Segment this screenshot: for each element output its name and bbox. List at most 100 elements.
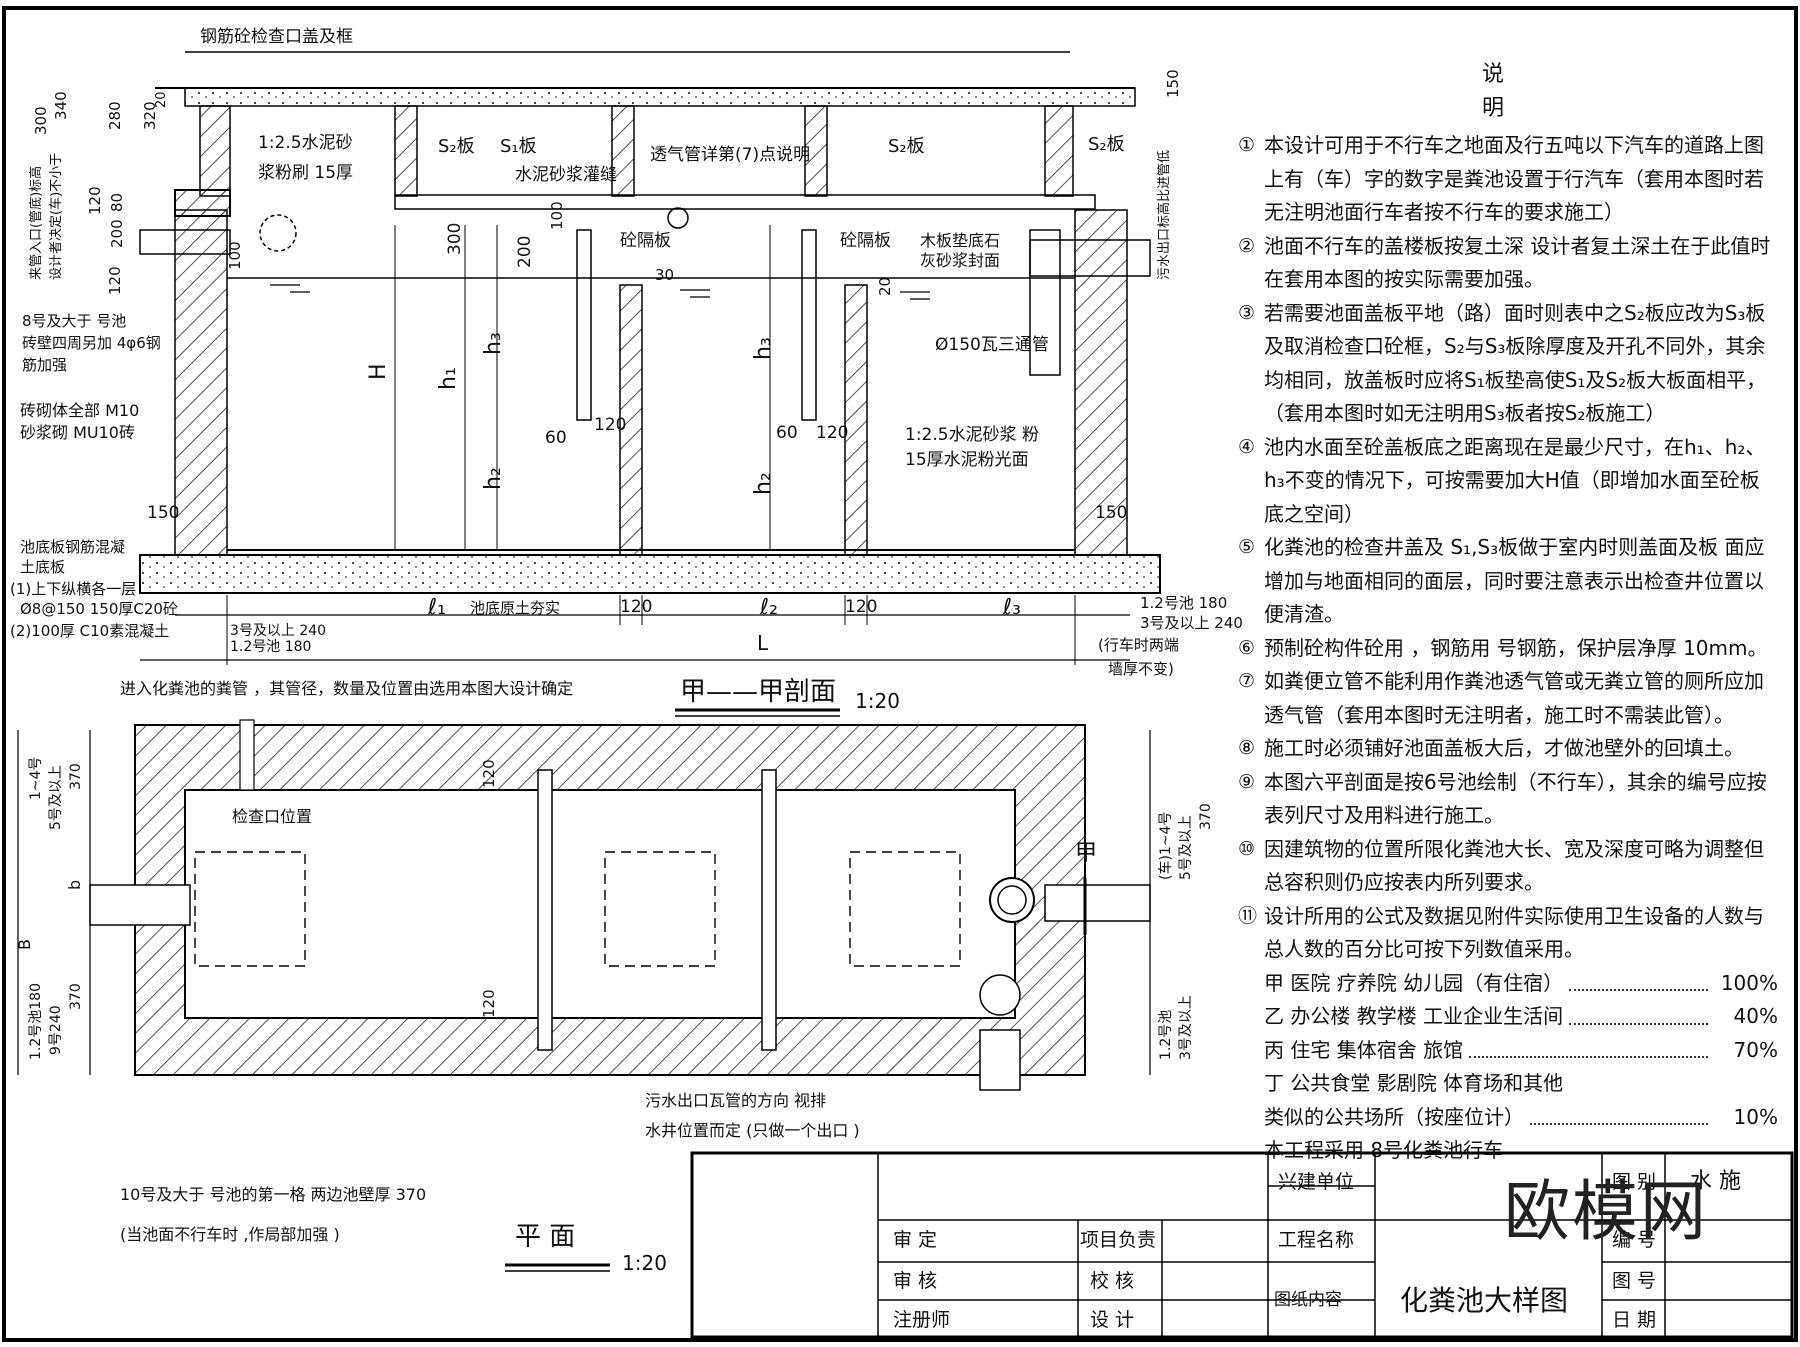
dim-120f: 120	[845, 597, 877, 617]
title-block-text: 审 定 审 核 注册师 项目负责 校 核 设 计 兴建单位 工程名称 图纸内容 …	[893, 1169, 1741, 1331]
note-number: ⑥	[1238, 636, 1256, 659]
baffle-2	[801, 229, 817, 421]
label-mortar-top2: 浆粉刷 15厚	[258, 163, 353, 183]
cover-slab	[394, 194, 1096, 210]
note-number: ③	[1238, 301, 1256, 324]
plan-dim-right-6: 1.2号池	[1158, 1010, 1174, 1060]
section-view: 钢筋砼检查口盖及框	[10, 27, 1243, 717]
label-h3-b: h₃	[751, 337, 776, 360]
plan-dim-left-7: 9号240	[48, 1005, 64, 1055]
watermark-logo: 欧模网	[1504, 1173, 1708, 1250]
plan-wall-note1: 10号及大于 号池的第一格 两边池壁厚 370	[120, 1185, 426, 1204]
note-number: ⑪	[1238, 904, 1258, 927]
plan-dim-right-1: 370	[1198, 803, 1214, 830]
dim-80: 80	[108, 193, 126, 212]
percentage-value	[1714, 1067, 1778, 1101]
inspection-opening-2	[604, 851, 716, 967]
plan-section-mark: 甲	[1075, 841, 1097, 866]
dim-150c: 150	[1164, 69, 1182, 98]
note-number: ⑧	[1238, 737, 1256, 759]
inlet-pipe	[139, 229, 231, 255]
tee-plan-icon	[989, 877, 1035, 923]
percentage-label: 丁 公共食堂 影剧院 体育场和其他	[1264, 1071, 1564, 1095]
tb-xingjian: 兴建单位	[1278, 1171, 1354, 1193]
label-n8-1: 8号及大于 号池	[22, 312, 126, 330]
note-number: ⑨	[1238, 770, 1256, 793]
dim-20b: 20	[876, 277, 894, 296]
dim-100b: 100	[548, 201, 566, 230]
note-text: 池面不行车的盖楼板按复土深 设计者复土深土在于此值时在套用本图的按实际需要加强。	[1264, 233, 1771, 292]
percentage-label: 甲 医院 疗养院 幼儿园（有住宿）	[1264, 970, 1564, 995]
label-n8-3: 筋加强	[22, 356, 67, 374]
note-item: ⑪ 设计所用的公式及数据见附件实际使用卫生设备的人数与总人数的百分比可按下列数值采…	[1238, 900, 1778, 967]
percentage-row: 甲 医院 疗养院 幼儿园（有住宿） 100%	[1238, 967, 1778, 1001]
section-title: 甲——甲剖面	[680, 677, 836, 707]
label-base5: (2)100厚 C10素混凝土	[10, 622, 169, 640]
tb-gongcheng: 工程名称	[1278, 1229, 1354, 1251]
tb-zhuce: 注册师	[893, 1309, 950, 1331]
leader-dots	[1569, 1067, 1708, 1092]
label-wood: 木板垫底石	[920, 231, 1000, 250]
plan-dim-right-2: (车)1~4号	[1157, 812, 1174, 880]
plan-outlet-note1: 污水出口瓦管的方向 视排	[645, 1091, 826, 1110]
notes-title: 说 明	[1481, 62, 1654, 121]
leader-dots	[1530, 1101, 1708, 1125]
plan-title: 平 面	[515, 1222, 575, 1252]
baffle-1	[576, 229, 592, 421]
note-text: 若需要池面盖板平地（路）面时则表中之S₂板应改为S₃板及取消检查口砼框，S₂与S…	[1264, 300, 1767, 426]
label-base1: 池底板钢筋混凝	[20, 538, 125, 556]
label-H: H	[366, 363, 391, 380]
percentage-value: 10%	[1733, 1104, 1778, 1129]
dim-120c: 120	[816, 423, 848, 443]
label-s2-mid: S₂板	[888, 136, 925, 157]
wall-left	[174, 209, 228, 556]
plan-dim-left-0: 370	[68, 763, 84, 790]
label-wall-note4: 3号及以上 240	[1140, 614, 1243, 632]
note-text: 设计所用的公式及数据见附件实际使用卫生设备的人数与总人数的百分比可按下列数值采用…	[1264, 903, 1764, 962]
note-text: 如粪便立管不能利用作粪池透气管或无粪立管的厕所应加透气管（套用本图时无注明者，施…	[1264, 669, 1764, 727]
percentage-label: 丙 住宅 集体宿舍 旅馆	[1264, 1037, 1464, 1062]
note-text: 预制砼构件砼用 ，钢筋用 号钢筋，保护层净厚 10mm。	[1264, 635, 1768, 660]
inspection-opening-3	[849, 851, 961, 967]
title-block	[690, 1151, 1794, 1339]
note-text: 池内水面至砼盖板底之距离现在是最少尺寸，在h₁、h₂、h₃不变的情况下，可按需要…	[1264, 434, 1766, 526]
label-mortar-top: 1:2.5水泥砂	[258, 133, 353, 153]
label-h3: h₃	[481, 332, 506, 355]
label-h2-b: h₂	[751, 472, 776, 495]
plan-wall-note2: (当池面不行车时 ,作局部加强 )	[120, 1225, 340, 1244]
label-l1: ℓ₁	[427, 595, 446, 620]
note-text: 本图六平剖面是按6号池绘制（不行车），其余的编号应按表列尺寸及用料进行施工。	[1264, 769, 1767, 828]
plan-partition-2	[761, 769, 777, 1051]
label-s1: S₁板	[500, 136, 537, 157]
percentage-row: 丁 公共食堂 影剧院 体育场和其他	[1238, 1067, 1778, 1101]
tb-tuhao: 图 号	[1612, 1270, 1656, 1292]
dim-120e: 120	[106, 266, 124, 295]
plan-dim-right-7: 3号及以上	[1178, 995, 1194, 1060]
dim-150a: 150	[147, 503, 179, 523]
label-baffle2: 砼隔板	[840, 231, 891, 251]
label-brick1: 砖砌体全部 M10	[20, 401, 139, 420]
dim-300: 300	[32, 106, 50, 135]
percentage-value: 100%	[1720, 970, 1778, 995]
plan-dim-left-2: 1~4号	[28, 756, 44, 800]
top-slab	[184, 87, 1136, 107]
tb-shending: 审 定	[893, 1229, 937, 1251]
label-wall-note6: 墙厚不变)	[1108, 660, 1174, 678]
tb-jiaohe: 校 核	[1090, 1270, 1134, 1292]
tb-tuzhineirong: 图纸内容	[1274, 1290, 1342, 1310]
tb-xiangmu: 项目负责	[1080, 1229, 1156, 1251]
label-s2-left: S₂板	[438, 136, 475, 157]
plan-outlet-note2: 水井位置而定 (只做一个出口 )	[645, 1121, 860, 1140]
tb-tubie-val: 水 施	[1690, 1169, 1741, 1194]
note-number: ⑤	[1238, 536, 1256, 558]
inspection-opening-1	[194, 851, 306, 967]
plan-inlet-pipe	[89, 884, 191, 926]
tb-shenhe: 审 核	[893, 1270, 937, 1292]
label-vent: 透气管详第(7)点说明	[650, 145, 810, 165]
